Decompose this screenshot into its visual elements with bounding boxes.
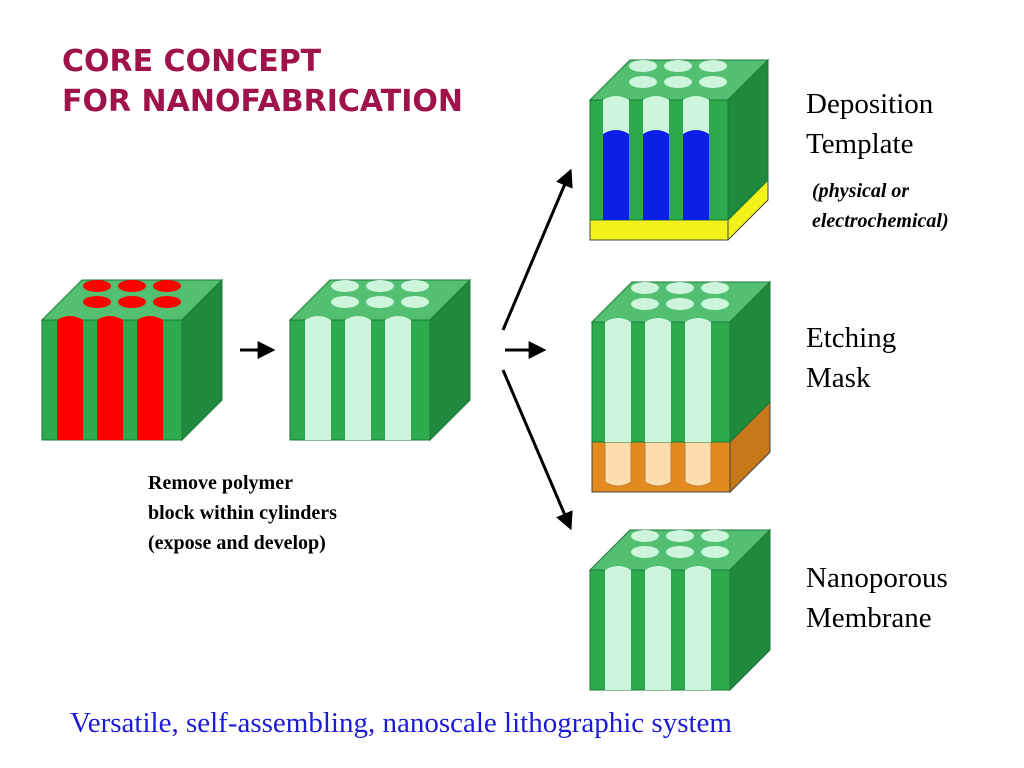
nanoporous-membrane-block — [588, 528, 772, 692]
block-with-polymer-cylinders — [40, 278, 224, 442]
label-etching-mask: Etching Mask — [806, 318, 896, 398]
arrow-to-deposition — [501, 168, 573, 331]
deposition-template-block — [588, 58, 770, 241]
etching-mask-block — [590, 280, 772, 494]
label-nanoporous-membrane: Nanoporous Membrane — [806, 558, 948, 638]
label-deposition-line-1: Deposition — [806, 88, 934, 120]
label-etching-line-2: Mask — [806, 362, 871, 394]
label-membrane-line-2: Membrane — [806, 602, 932, 634]
label-deposition-template: Deposition Template — [806, 84, 933, 164]
nanoporous-block-intermediate — [288, 278, 472, 442]
caption-remove-polymer: Remove polymer block within cylinders (e… — [148, 468, 337, 558]
caption-line-1: Remove polymer — [148, 472, 293, 494]
note-line-2: electrochemical) — [812, 210, 949, 232]
title-line-2: FOR NANOFABRICATION — [62, 84, 464, 119]
title-line-1: CORE CONCEPT — [62, 44, 322, 79]
footer-tagline: Versatile, self-assembling, nanoscale li… — [70, 707, 732, 739]
label-deposition-note: (physical or electrochemical) — [812, 176, 949, 236]
label-deposition-line-2: Template — [806, 128, 914, 160]
label-membrane-line-1: Nanoporous — [806, 562, 948, 594]
caption-line-3: (expose and develop) — [148, 532, 326, 554]
note-line-1: (physical or — [812, 180, 910, 202]
label-etching-line-1: Etching — [806, 322, 897, 354]
page-title: CORE CONCEPT FOR NANOFABRICATION — [62, 42, 463, 122]
caption-line-2: block within cylinders — [148, 502, 337, 524]
arrow-to-membrane — [501, 369, 573, 531]
